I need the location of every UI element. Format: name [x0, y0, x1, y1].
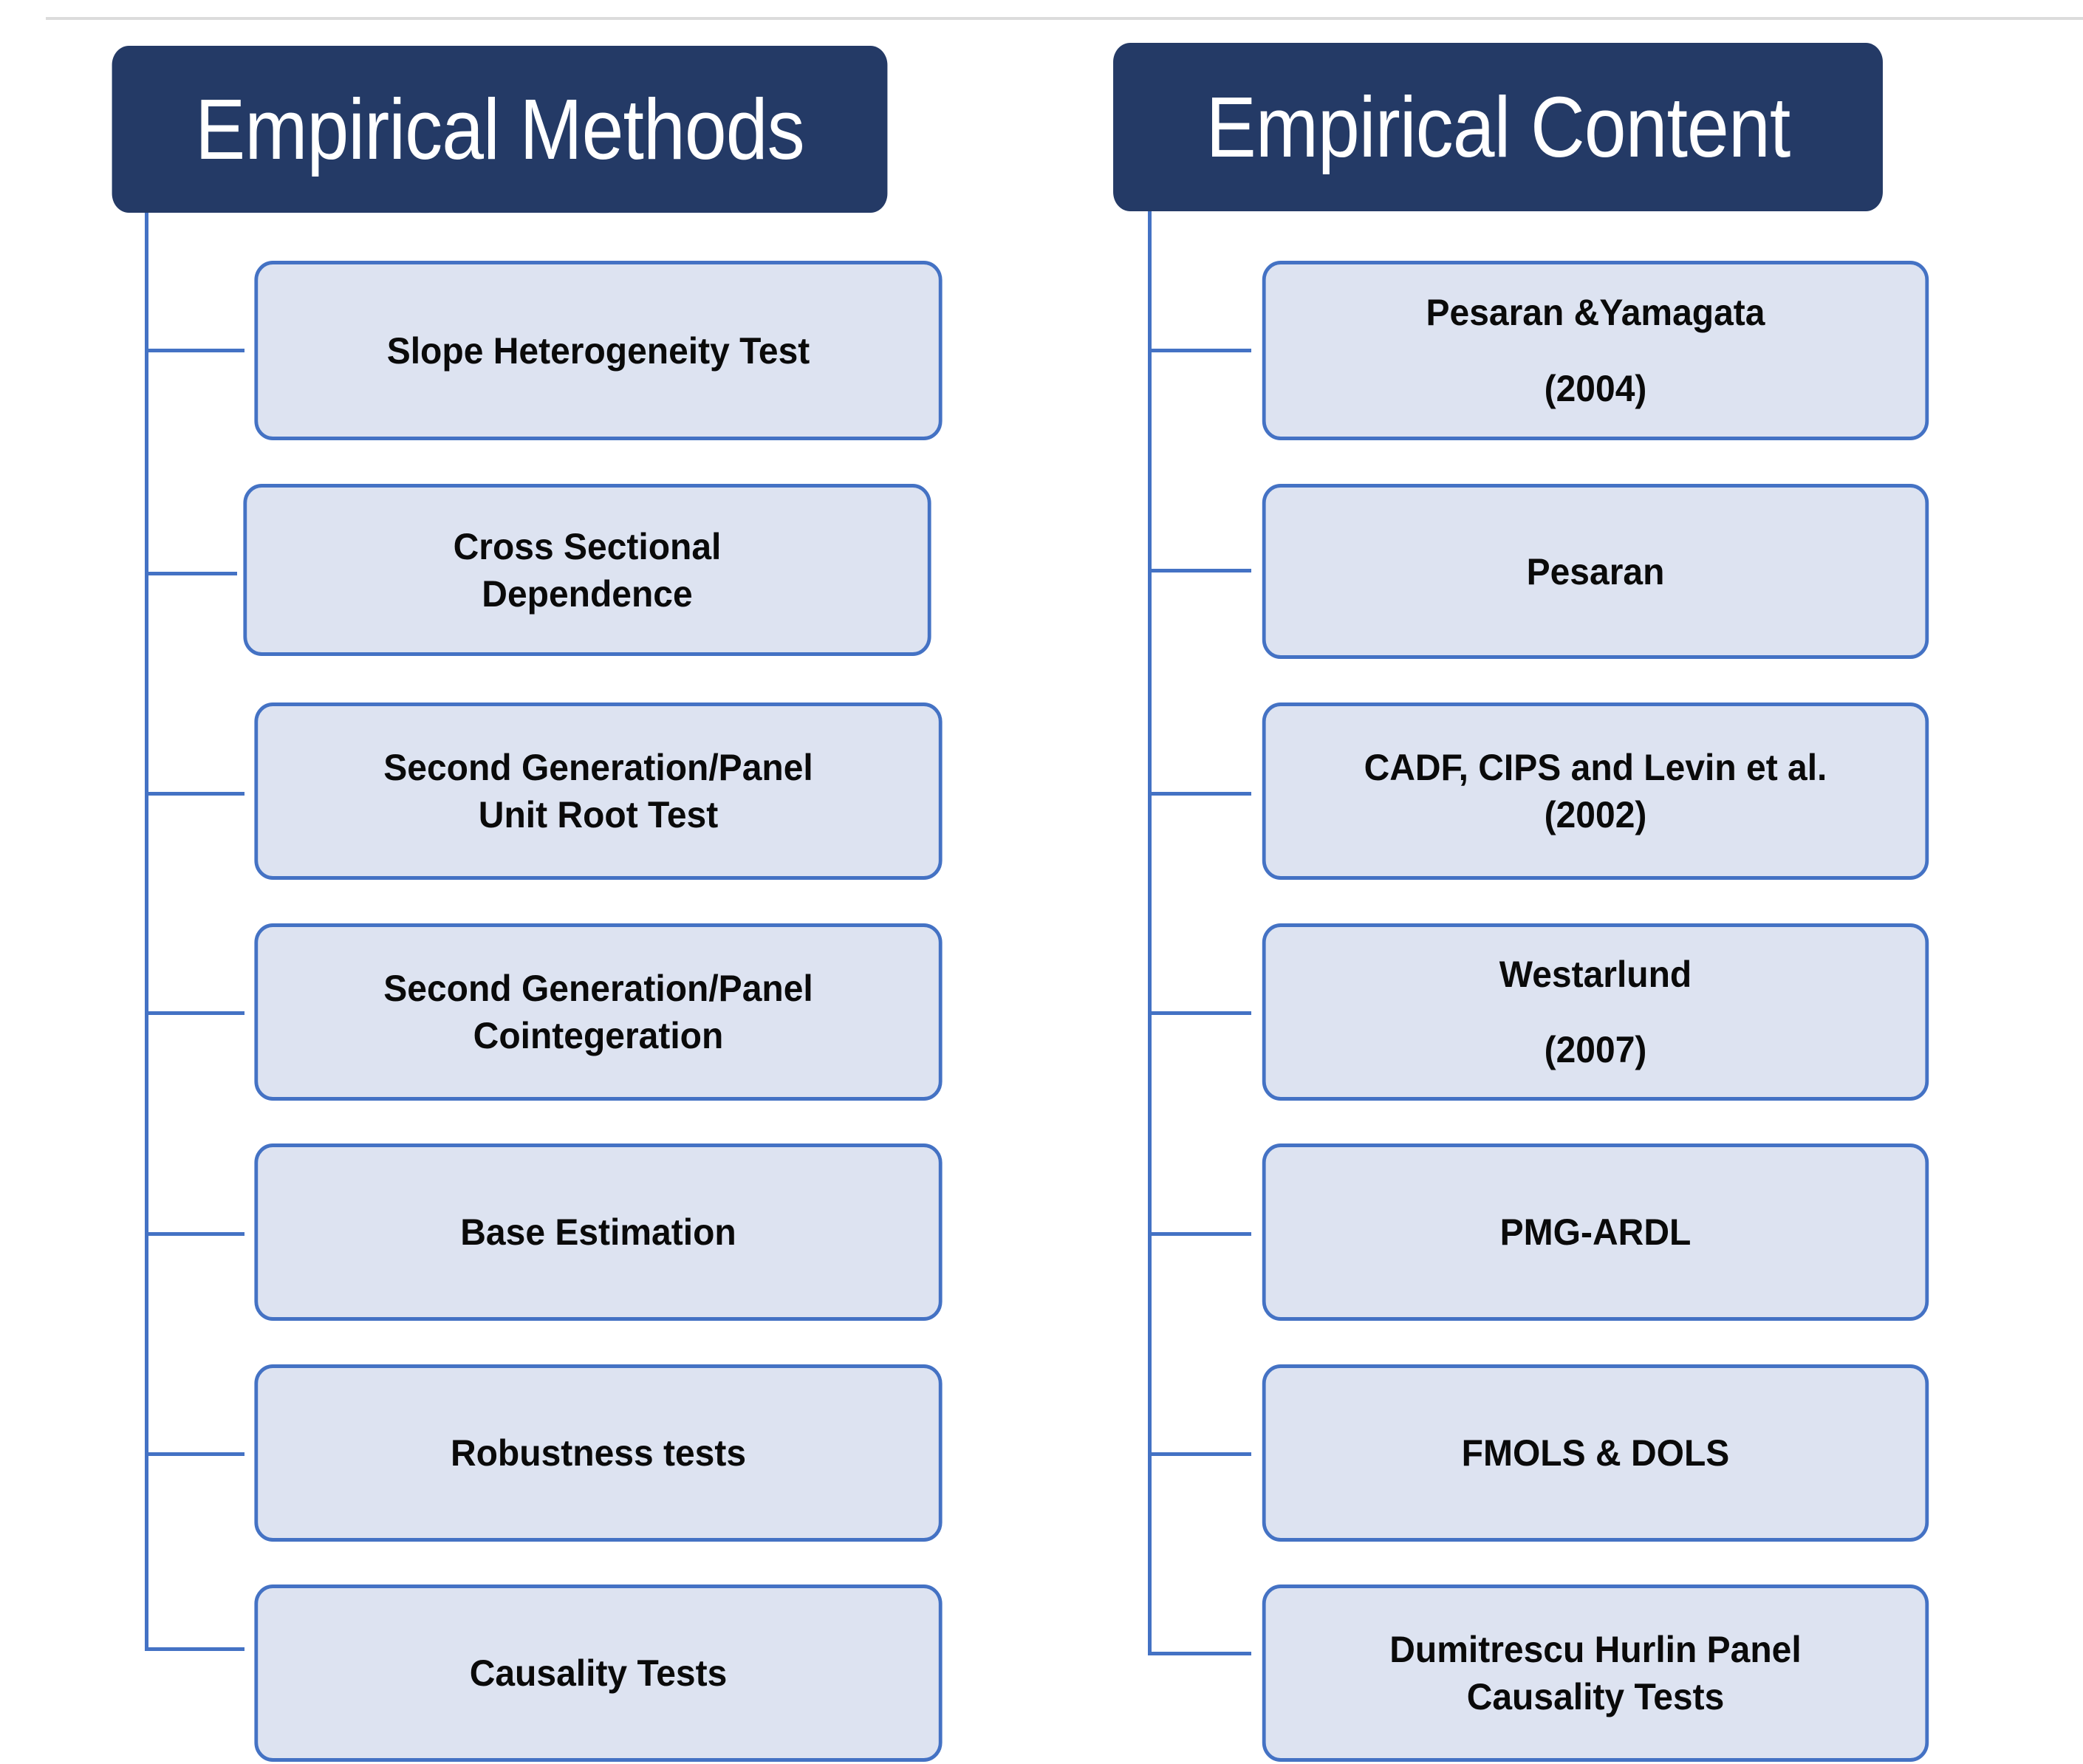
top-divider — [46, 17, 2083, 20]
connector-trunk-left — [145, 213, 148, 1650]
node-dumitrescu-hurlin-panel-causality-tests[interactable]: Dumitrescu Hurlin Panel Causality Tests — [1262, 1584, 1929, 1762]
node-slope-heterogeneity-test-label: Slope Heterogeneity Test — [386, 329, 810, 372]
connector-branch-left-6 — [145, 1452, 244, 1456]
node-robustness-tests-label: Robustness tests — [450, 1432, 747, 1474]
connector-branch-left-4 — [145, 1011, 244, 1015]
connector-branch-left-5 — [145, 1232, 244, 1236]
node-base-estimation-label: Base Estimation — [460, 1211, 736, 1253]
root-node-empirical-methods[interactable]: Empirical Methods — [112, 46, 888, 213]
connector-branch-right-1 — [1148, 349, 1251, 352]
connector-branch-left-3 — [145, 792, 244, 796]
node-cadf-cips-levin-2002-label: CADF, CIPS and Levin et al. (2002) — [1364, 747, 1827, 835]
node-causality-tests[interactable]: Causality Tests — [254, 1584, 943, 1762]
node-slope-heterogeneity-test[interactable]: Slope Heterogeneity Test — [254, 261, 943, 440]
node-pesaran[interactable]: Pesaran — [1262, 484, 1929, 659]
node-fmols-dols-label: FMOLS & DOLS — [1461, 1432, 1730, 1474]
connector-branch-right-4 — [1148, 1011, 1251, 1015]
node-cross-sectional-dependence-label: Cross Sectional Dependence — [453, 525, 722, 615]
node-panel-unit-root-test[interactable]: Second Generation/Panel Unit Root Test — [254, 702, 943, 880]
node-pmg-ardl[interactable]: PMG-ARDL — [1262, 1143, 1929, 1321]
root-node-empirical-methods-label: Empirical Methods — [195, 81, 805, 177]
root-node-empirical-content-label: Empirical Content — [1205, 79, 1791, 175]
connector-branch-right-5 — [1148, 1232, 1251, 1236]
node-panel-cointegration-label: Second Generation/Panel Cointegeration — [383, 968, 813, 1056]
connector-branch-right-2 — [1148, 569, 1251, 572]
node-westarlund-2007-label: Westarlund (2007) — [1499, 953, 1692, 1071]
connector-branch-left-2 — [145, 572, 237, 575]
node-pesaran-label: Pesaran — [1526, 550, 1665, 592]
node-causality-tests-label: Causality Tests — [469, 1652, 728, 1694]
node-robustness-tests[interactable]: Robustness tests — [254, 1364, 943, 1542]
connector-branch-left-1 — [145, 349, 244, 352]
node-panel-unit-root-test-label: Second Generation/Panel Unit Root Test — [383, 747, 813, 835]
node-panel-cointegration[interactable]: Second Generation/Panel Cointegeration — [254, 923, 943, 1101]
node-pesaran-yamagata-2004[interactable]: Pesaran &Yamagata (2004) — [1262, 261, 1929, 440]
connector-branch-right-7 — [1148, 1652, 1251, 1655]
connector-branch-right-3 — [1148, 792, 1251, 796]
node-cross-sectional-dependence[interactable]: Cross Sectional Dependence — [243, 484, 931, 656]
node-cadf-cips-levin-2002[interactable]: CADF, CIPS and Levin et al. (2002) — [1262, 702, 1929, 880]
node-pesaran-yamagata-2004-label: Pesaran &Yamagata (2004) — [1426, 292, 1765, 409]
node-pmg-ardl-label: PMG-ARDL — [1499, 1211, 1692, 1253]
node-dumitrescu-hurlin-panel-causality-tests-label: Dumitrescu Hurlin Panel Causality Tests — [1389, 1629, 1802, 1717]
connector-branch-left-7 — [145, 1647, 244, 1651]
node-base-estimation[interactable]: Base Estimation — [254, 1143, 943, 1321]
node-westarlund-2007[interactable]: Westarlund (2007) — [1262, 923, 1929, 1101]
connector-branch-right-6 — [1148, 1452, 1251, 1456]
root-node-empirical-content[interactable]: Empirical Content — [1113, 43, 1883, 211]
node-fmols-dols[interactable]: FMOLS & DOLS — [1262, 1364, 1929, 1542]
connector-trunk-right — [1148, 211, 1152, 1652]
